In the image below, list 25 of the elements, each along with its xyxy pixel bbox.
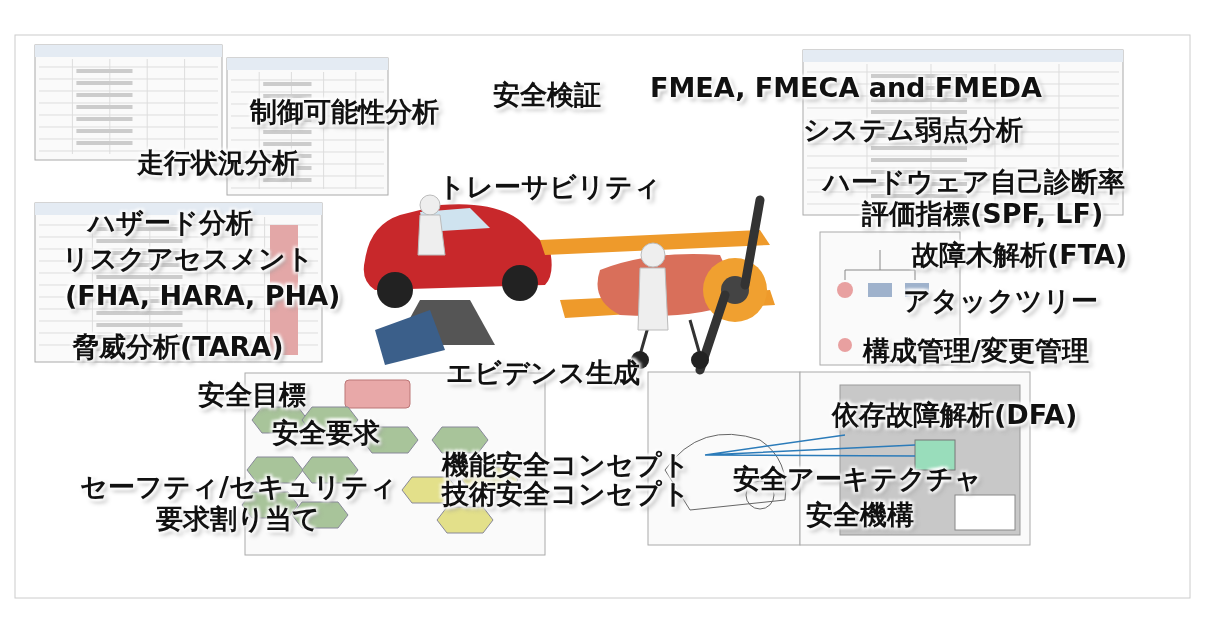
caption-text: FMEA, FMECA and FMEDA xyxy=(650,72,1042,104)
caption-text: 脅威分析(TARA) xyxy=(72,331,284,363)
caption-text: 安全アーキテクチャ xyxy=(733,463,982,495)
caption-text: セーフティ/セキュリティ xyxy=(80,471,397,503)
caption-text: 安全機構 xyxy=(806,499,914,531)
caption-text: 機能安全コンセプト xyxy=(442,449,690,480)
caption-text: 要求割り当て xyxy=(156,503,320,535)
caption-text: 技術安全コンセプト xyxy=(442,478,690,510)
caption-text: 安全目標 xyxy=(198,379,306,411)
caption-text: 安全要求 xyxy=(272,417,380,449)
caption-text: 走行状況分析 xyxy=(137,147,299,179)
caption-text: リスクアセスメント xyxy=(62,243,314,275)
caption-text: ハザード分析 xyxy=(88,207,253,239)
caption-text: 構成管理/変更管理 xyxy=(863,335,1089,367)
caption-text: 評価指標(SPF, LF) xyxy=(862,198,1104,230)
caption-text: エビデンス生成 xyxy=(446,357,640,389)
caption-text: (FHA, HARA, PHA) xyxy=(65,280,341,312)
caption-text: 故障木解析(FTA) xyxy=(912,239,1128,271)
caption-text: システム弱点分析 xyxy=(803,114,1023,146)
caption-text: トレーサビリティ xyxy=(438,171,661,203)
caption-text: 安全検証 xyxy=(493,79,601,111)
caption-text: 依存故障解析(DFA) xyxy=(832,399,1078,431)
caption-text: アタックツリー xyxy=(903,285,1098,317)
caption-text: ハードウェア自己診断率 xyxy=(823,166,1125,198)
caption-text: 制御可能性分析 xyxy=(250,96,439,128)
